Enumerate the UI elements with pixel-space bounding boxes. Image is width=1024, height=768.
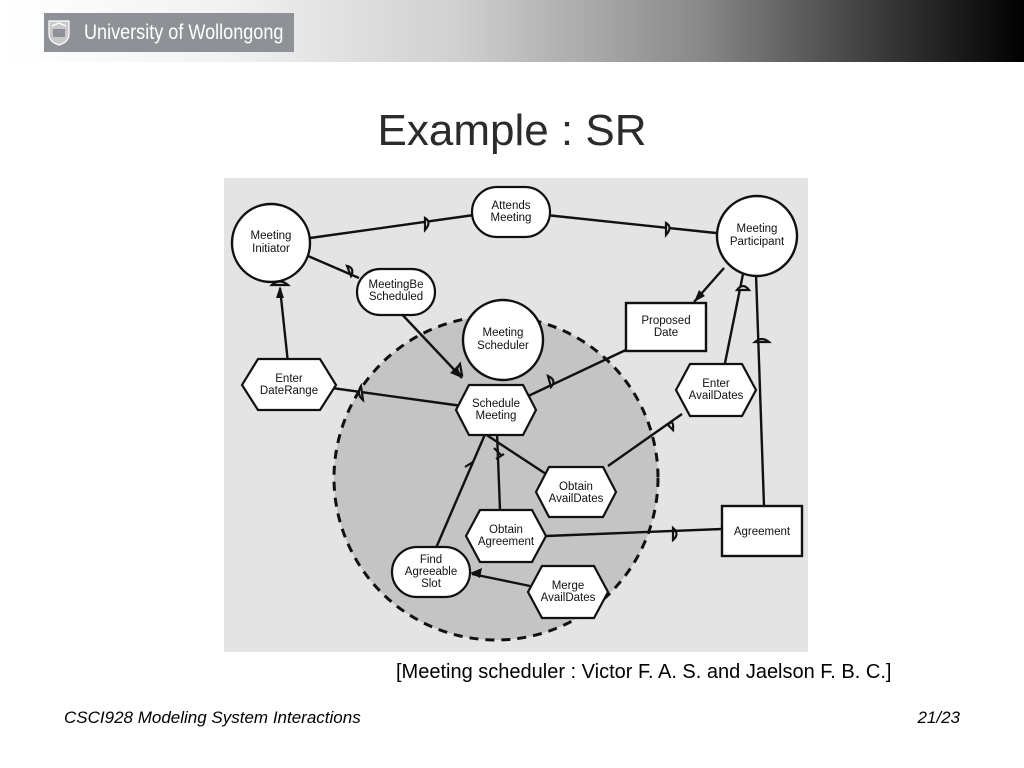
actor-label: Meeting [737,223,778,235]
sr-diagram-canvas: Meeting Initiator Meeting Participant Me… [230,185,804,642]
crest-icon [48,18,70,48]
task-label: DateRange [260,385,318,397]
university-logo: University of Wollongong [44,13,294,52]
task-label: Enter [275,373,303,385]
task-enter-availdates: Enter AvailDates [674,362,758,418]
task-label: Merge [552,580,585,592]
goal-label: Attends [492,200,531,212]
task-merge-availdates: Merge AvailDates [526,564,610,620]
footer-page-number: 21/23 [917,708,960,727]
task-label: Obtain [489,524,523,536]
actor-meeting-participant: Meeting Participant [715,194,799,278]
actor-label: Initiator [252,243,290,255]
actor-label: Participant [730,236,785,248]
task-obtain-availdates: Obtain AvailDates [534,465,618,519]
goal-label: Meeting [491,212,532,224]
task-enter-daterange: Enter DateRange [240,357,338,412]
goal-label: MeetingBe [369,279,424,291]
task-label: Enter [702,378,730,390]
goal-label: Scheduled [369,291,423,303]
goal-label: Find [420,554,442,566]
task-schedule-meeting: Schedule Meeting [454,383,538,437]
actor-meeting-initiator: Meeting Initiator [230,202,312,284]
goal-attends-meeting: Attends Meeting [470,185,552,239]
task-label: AvailDates [541,592,596,604]
arrowheads [276,286,705,578]
footer-course: CSCI928 Modeling System Interactions [64,708,361,727]
task-label: Agreement [478,536,535,548]
figure-caption: [Meeting scheduler : Victor F. A. S. and… [396,661,892,683]
resource-label: Date [654,327,678,339]
sr-diagram: Meeting Initiator Meeting Participant Me… [224,178,808,652]
resource-label: Agreement [734,526,791,538]
goal-label: Agreeable [405,566,457,578]
resource-agreement: Agreement [720,504,804,558]
actor-label: Scheduler [477,340,529,352]
actor-meeting-scheduler: Meeting Scheduler [461,298,545,382]
goal-find-agreeable-slot: Find Agreeable Slot [390,545,472,599]
task-label: Meeting [476,410,517,422]
task-label: AvailDates [549,493,604,505]
goal-meeting-be-scheduled: MeetingBe Scheduled [355,267,437,317]
resource-proposed-date: Proposed Date [624,301,708,353]
task-obtain-agreement: Obtain Agreement [464,508,548,564]
slide-title: Example : SR [377,106,647,155]
task-label: Obtain [559,481,593,493]
logo-text: University of Wollongong [84,20,284,44]
resource-label: Proposed [641,315,690,327]
goal-label: Slot [421,578,442,590]
task-label: AvailDates [689,390,744,402]
task-label: Schedule [472,398,520,410]
actor-label: Meeting [251,230,292,242]
actor-label: Meeting [483,327,524,339]
dependency-markers [269,216,772,543]
